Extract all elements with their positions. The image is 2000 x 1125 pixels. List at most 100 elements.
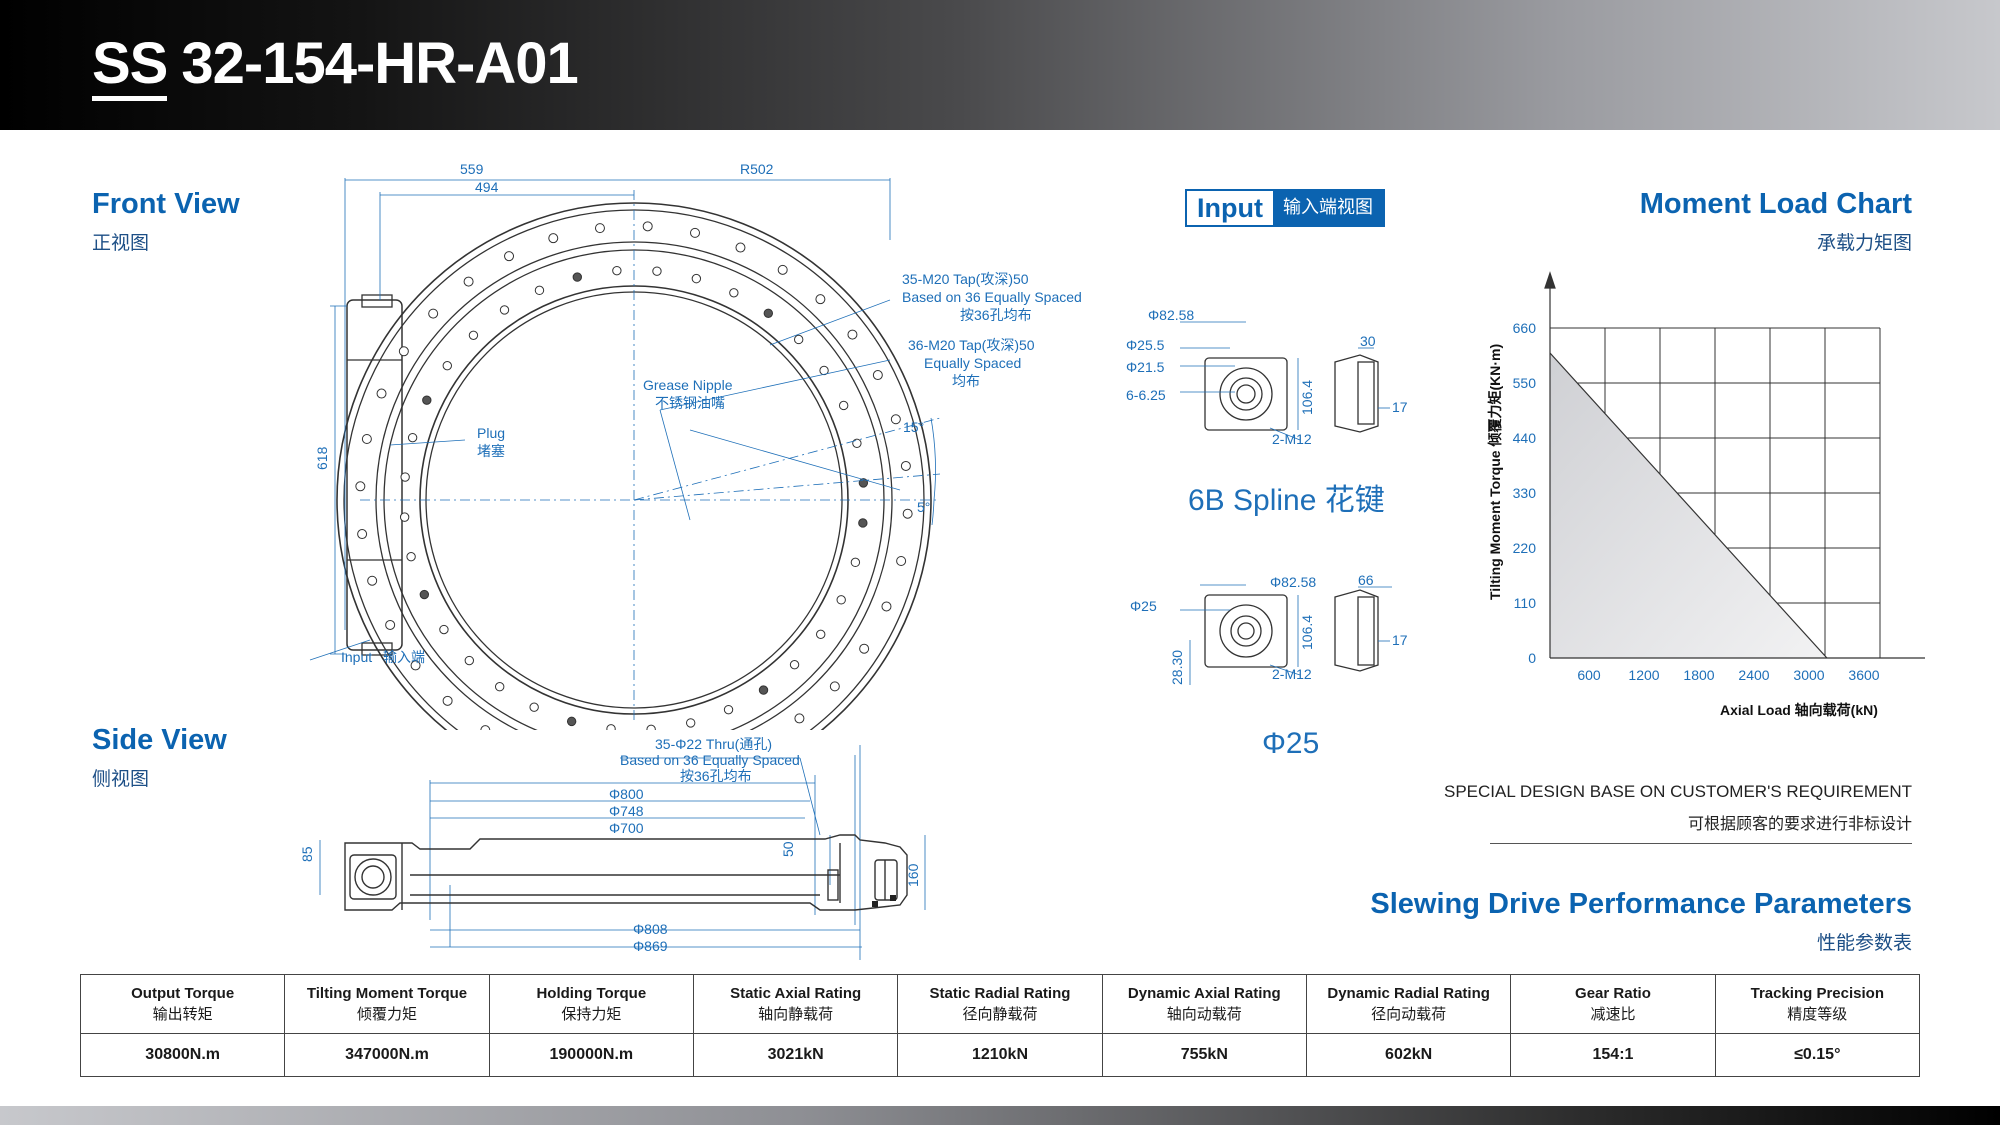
col-en: Static Axial Rating xyxy=(730,985,862,1002)
x-tick-label: 3600 xyxy=(1848,667,1879,683)
spline-d3: Φ21.5 xyxy=(1126,359,1165,375)
inner-bolt-hole xyxy=(439,624,449,635)
outer-bolt-hole xyxy=(480,725,491,730)
inner-bolt-hole xyxy=(836,595,846,605)
tap1-line2: Based on 36 Equally Spaced xyxy=(902,289,1082,305)
dim-d700: Φ700 xyxy=(609,820,644,836)
col-cn: 轴向静载荷 xyxy=(758,1005,834,1023)
inner-bolt-hole xyxy=(606,724,616,730)
inner-bolt-hole xyxy=(566,716,577,727)
grease-nipple-cn: 不锈钢油嘴 xyxy=(655,395,725,411)
dim-h160: 160 xyxy=(905,863,921,887)
plug-cn: 堵塞 xyxy=(477,443,505,459)
col-header: Static Radial Rating 径向静载荷 xyxy=(897,974,1103,1034)
dim-d800: Φ800 xyxy=(609,786,644,802)
params-subtitle: 性能参数表 xyxy=(1816,932,1912,954)
outer-bolt-hole xyxy=(777,264,788,275)
inner-bolt-hole xyxy=(852,438,862,449)
outer-bolt-hole xyxy=(385,619,396,630)
inner-bolt-hole xyxy=(691,273,702,284)
inner-bolt-hole xyxy=(789,659,800,670)
y-tick-label: 330 xyxy=(1513,485,1537,501)
tap2-line3: 均布 xyxy=(952,373,980,389)
inner-bolt-hole xyxy=(399,512,410,522)
table-cell: 755kN xyxy=(1101,1033,1307,1077)
x-tick-label: 600 xyxy=(1577,667,1601,683)
inner-bolt-hole xyxy=(723,704,734,715)
shaft-tap: 2-M12 xyxy=(1272,666,1312,682)
note-divider xyxy=(1490,843,1912,844)
y-axis-arrow xyxy=(1544,271,1556,289)
outer-bolt-hole xyxy=(896,556,907,567)
table-cell: 1210kN xyxy=(897,1033,1103,1077)
thru-line2: Based on 36 Equally Spaced xyxy=(620,752,800,768)
table-cell: 190000N.m xyxy=(488,1033,694,1077)
y-tick-label: 440 xyxy=(1513,430,1537,446)
spline-tap: 2-M12 xyxy=(1272,431,1312,447)
dim-d869: Φ869 xyxy=(633,938,668,954)
inner-bolt-hole xyxy=(652,266,662,276)
input-cn: 输入端 xyxy=(383,649,425,665)
moment-limit-line xyxy=(1549,352,1828,659)
input-view-title: Input xyxy=(1187,191,1273,225)
shaft-h: 106.4 xyxy=(1299,615,1315,650)
col-en: Static Radial Rating xyxy=(929,985,1071,1002)
outer-bolt-hole xyxy=(847,329,858,340)
inner-bolt-hole xyxy=(442,360,452,371)
dim-559: 559 xyxy=(460,161,484,177)
inner-bolt-hole xyxy=(793,334,804,345)
outer-bolt-hole xyxy=(902,508,913,519)
col-en: Gear Ratio xyxy=(1575,985,1651,1002)
inner-bolt-hole xyxy=(406,551,416,562)
shaft-caption: Φ25 xyxy=(1262,727,1320,760)
y-tick-label: 110 xyxy=(1514,595,1537,611)
outer-bolt-hole xyxy=(594,223,605,234)
spline-d4: 6-6.25 xyxy=(1126,387,1166,403)
outer-bolt-hole xyxy=(361,433,372,444)
outer-bolt-hole xyxy=(859,643,870,654)
footer-bar xyxy=(0,1106,2000,1125)
inner-bolt-hole xyxy=(400,472,410,482)
y-tick-label: 220 xyxy=(1513,540,1537,556)
angle-15: 15° xyxy=(903,419,924,435)
col-en: Dynamic Radial Rating xyxy=(1327,985,1490,1002)
spline-t: 17 xyxy=(1392,399,1408,415)
inner-bolt-hole xyxy=(468,330,479,341)
side-view-subtitle: 侧视图 xyxy=(92,768,150,790)
front-view-title: Front View xyxy=(92,188,240,220)
spline-w: 30 xyxy=(1360,333,1376,349)
outer-bolt-hole xyxy=(410,660,421,671)
inner-bolt-hole xyxy=(534,285,545,296)
dim-h50: 50 xyxy=(780,841,796,857)
col-cn: 径向静载荷 xyxy=(962,1005,1038,1023)
table-value-row: 30800N.m 347000N.m 190000N.m 3021kN 1210… xyxy=(79,1033,1921,1077)
table-cell: 30800N.m xyxy=(79,1033,286,1077)
inner-bolt-hole xyxy=(529,702,539,712)
tap1-line1: 35-M20 Tap(攻深)50 xyxy=(902,271,1029,287)
outer-bolt-hole xyxy=(548,233,559,244)
inner-bolt-hole xyxy=(685,718,696,728)
thru-line1: 35-Φ22 Thru(通孔) xyxy=(655,736,772,752)
inner-bolt-hole xyxy=(422,395,432,405)
spline-caption: 6B Spline 花键 xyxy=(1188,484,1385,517)
spline-h: 106.4 xyxy=(1299,380,1315,415)
col-cn: 输出转矩 xyxy=(152,1005,213,1023)
inner-bolt-hole xyxy=(850,557,861,568)
outer-bolt-hole xyxy=(428,308,439,319)
inner-bolt-hole xyxy=(499,305,510,315)
table-cell: ≤0.15° xyxy=(1714,1033,1921,1077)
outer-bolt-hole xyxy=(735,242,746,253)
shaft-d1: Φ82.58 xyxy=(1270,574,1316,590)
input-view-subtitle: 输入端视图 xyxy=(1272,191,1383,225)
x-tick-label: 2400 xyxy=(1738,667,1769,683)
side-view-title: Side View xyxy=(92,724,227,756)
col-en: Dynamic Axial Rating xyxy=(1127,985,1281,1002)
outer-bolt-hole xyxy=(376,388,387,399)
dim-r502: R502 xyxy=(740,161,774,177)
inner-bolt-hole xyxy=(758,685,769,695)
